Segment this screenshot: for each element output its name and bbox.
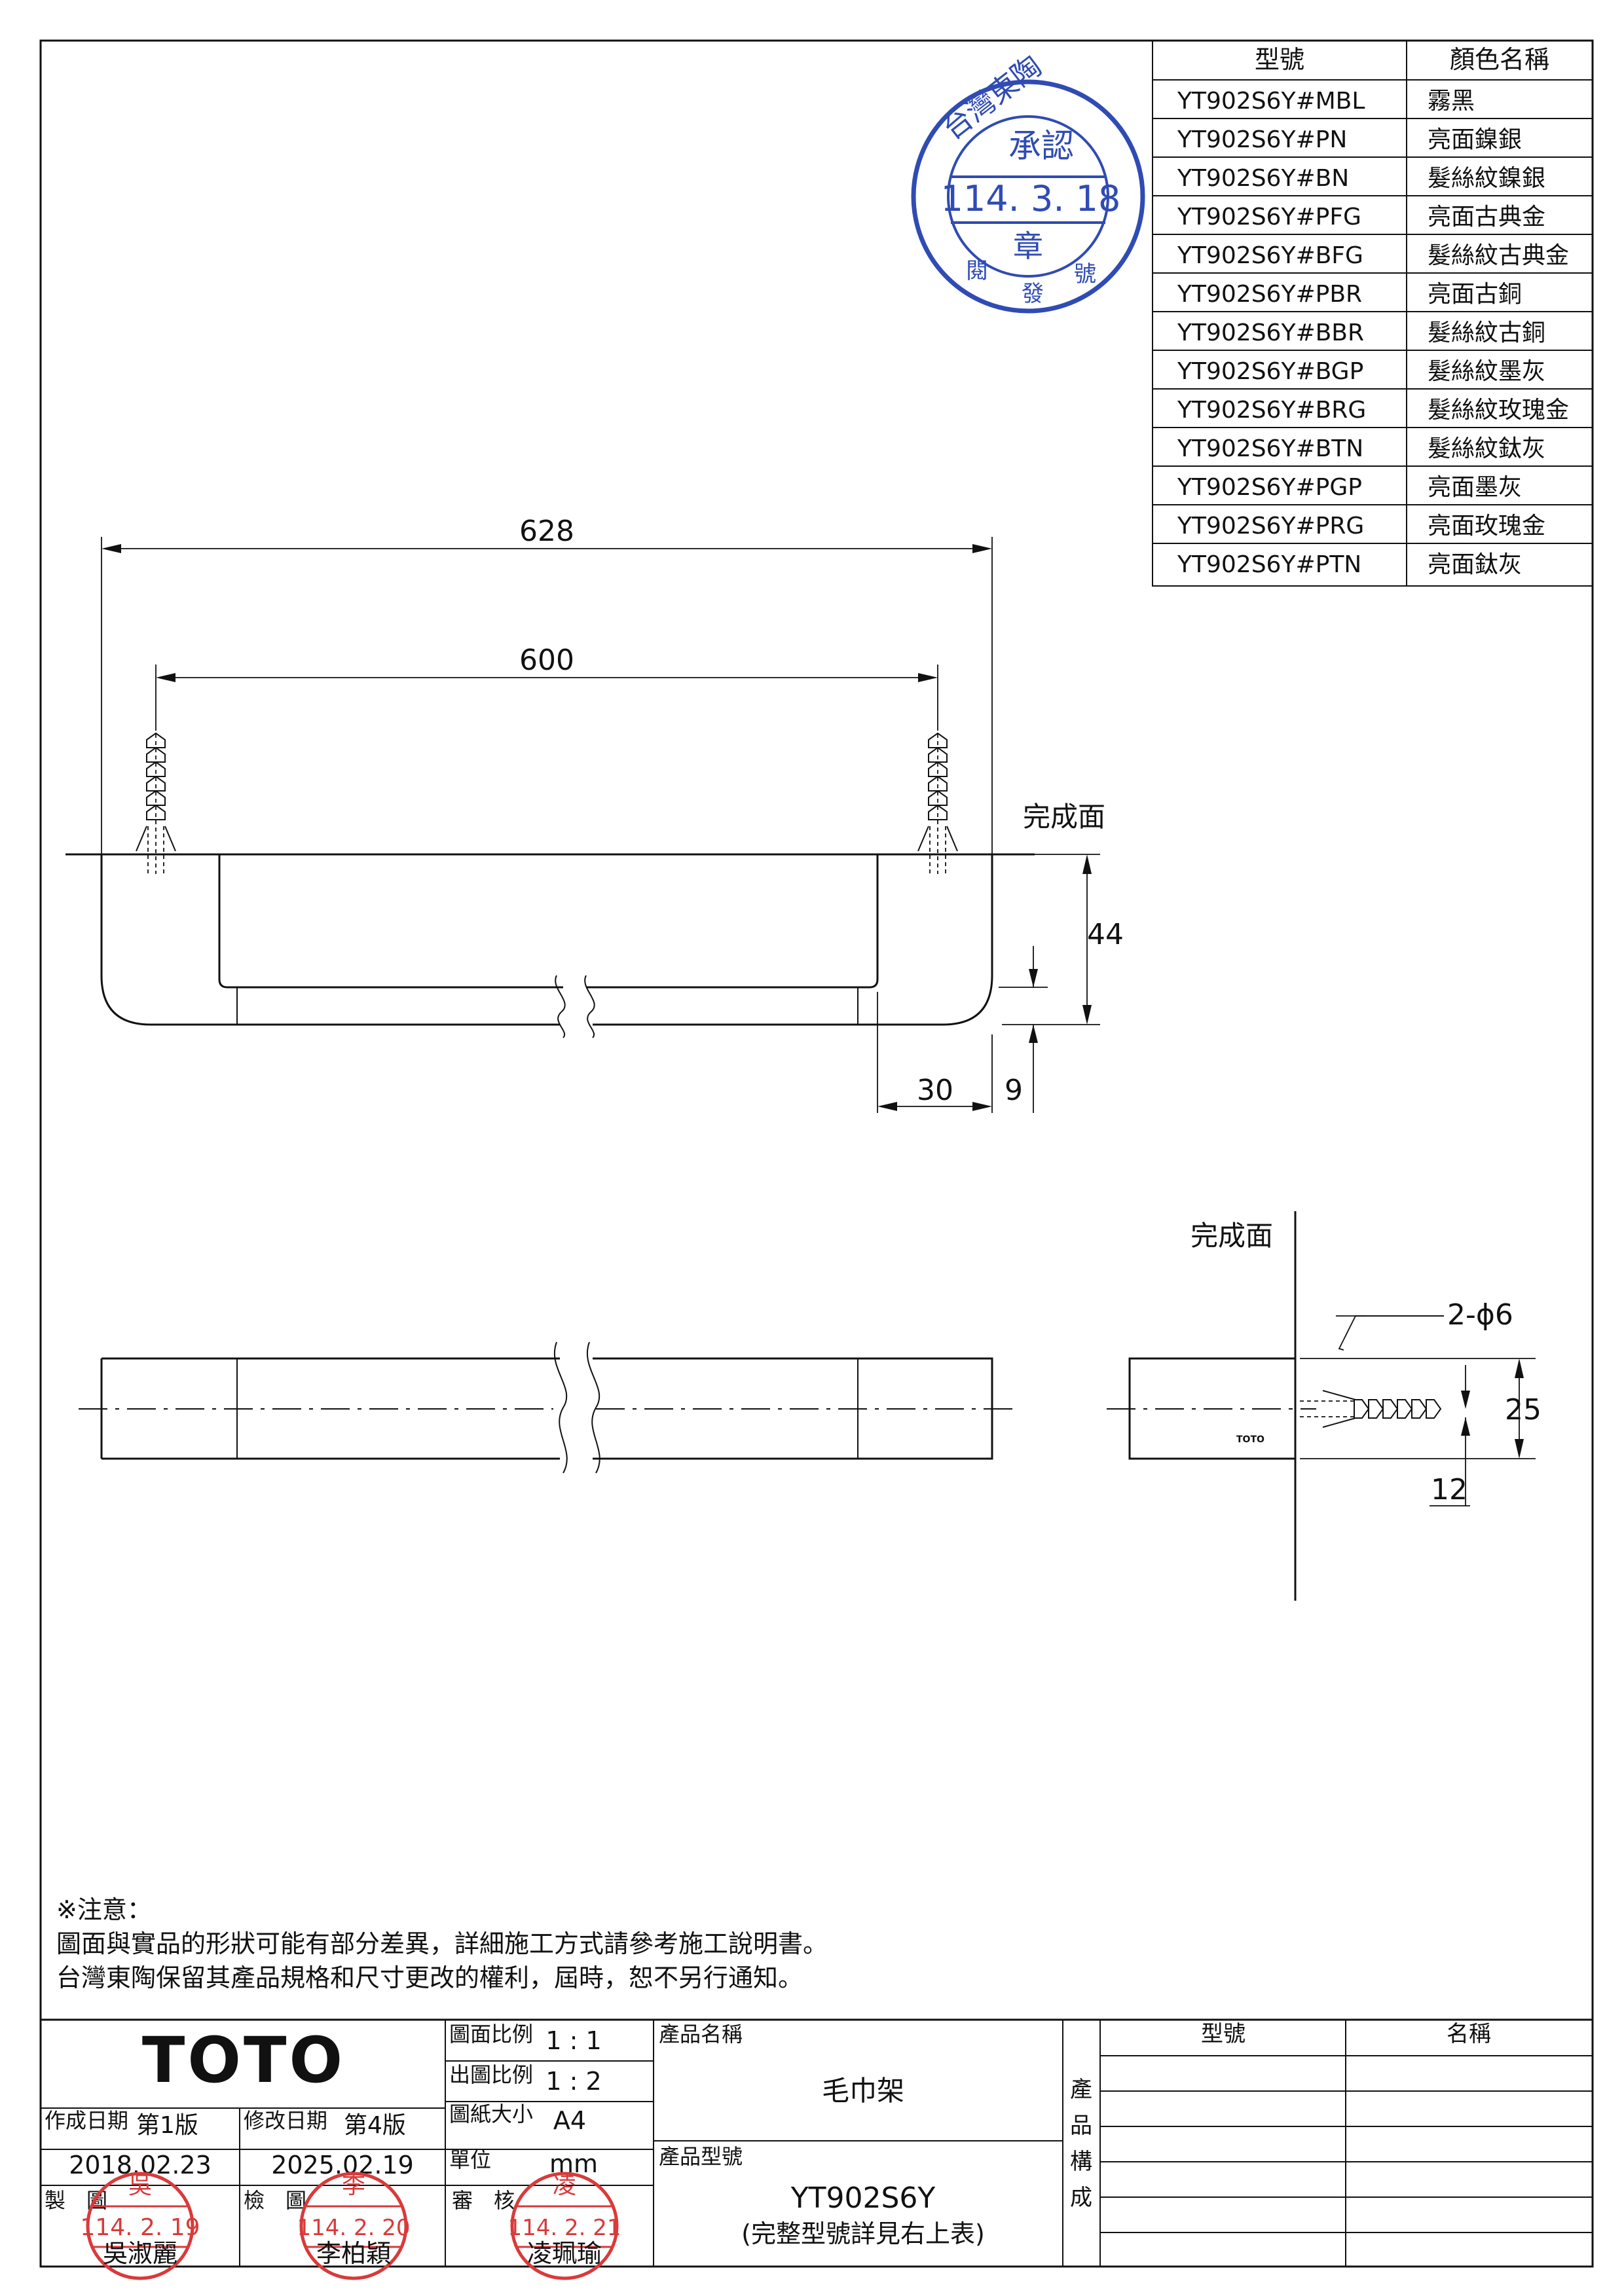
print-scale-label: 出圖比例	[449, 2062, 533, 2087]
composition-header-name: 名稱	[1447, 2021, 1491, 2047]
dim-anchor-holes: 2-ϕ6	[1447, 1298, 1513, 1332]
table-cell-model: YT902S6Y#MBL	[1177, 88, 1365, 115]
model-color-table: 型號 顏色名稱 YT902S6Y#MBL 霧黑 YT902S6Y#PN 亮面鎳銀 YT9…	[1152, 40, 1593, 587]
table-cell-color: 亮面墨灰	[1428, 474, 1522, 501]
table-cell-color: 亮面古典金	[1428, 204, 1545, 230]
drawing-scale-value: 1 : 1	[545, 2026, 601, 2055]
approved-seal-char: 凌	[553, 2172, 576, 2199]
checked-seal: 李 114. 2. 20	[297, 2172, 411, 2280]
table-cell-color: 髮絲紋玫瑰金	[1428, 397, 1569, 424]
table-cell-color: 亮面玫瑰金	[1428, 513, 1545, 539]
toto-logo: TOTO	[142, 2024, 345, 2097]
front-view: 628 600 完成面 44	[65, 515, 1124, 1113]
product-name-label: 產品名稱	[659, 2022, 743, 2047]
paper-size-label: 圖紙大小	[449, 2102, 533, 2126]
table-cell-model: YT902S6Y#BTN	[1177, 435, 1363, 462]
composition-label-2: 品	[1070, 2113, 1092, 2139]
title-block: TOTO 作成日期 第1版 2018.02.23 修改日期 第4版 2025.0…	[39, 2018, 1594, 2280]
side-view: 完成面 TOTO 2-ϕ6 25 12	[1107, 1211, 1541, 1601]
composition-label-3: 構	[1070, 2149, 1092, 2175]
table-cell-model: YT902S6Y#PRG	[1177, 513, 1364, 539]
created-date-label: 作成日期	[45, 2108, 128, 2133]
top-view	[79, 1341, 1015, 1474]
table-cell-model: YT902S6Y#PBR	[1177, 281, 1362, 308]
table-cell-model: YT902S6Y#PFG	[1177, 204, 1361, 230]
checked-label: 檢 圖	[244, 2188, 306, 2213]
stamp-center-char: 章	[1013, 228, 1043, 264]
approval-stamp: 台灣東陶 承認 114. 3. 18 章 閱 發 號	[911, 49, 1145, 314]
print-scale-value: 1 : 2	[545, 2067, 601, 2096]
composition-label-1: 產	[1070, 2077, 1092, 2103]
checked-seal-char: 李	[342, 2172, 365, 2199]
dim-projection-height: 44	[1087, 918, 1124, 951]
drawn-name: 吳淑麗	[103, 2239, 177, 2268]
toto-engraving: TOTO	[1236, 1434, 1264, 1445]
table-cell-model: YT902S6Y#BBR	[1177, 319, 1364, 346]
finished-surface-label-front: 完成面	[1023, 801, 1105, 833]
stamp-bottom-right: 號	[1074, 261, 1096, 287]
table-cell-color: 亮面鎳銀	[1428, 126, 1522, 153]
table-cell-color: 髮絲紋古銅	[1428, 319, 1545, 346]
drawn-date: 114. 2. 19	[80, 2214, 200, 2241]
composition-header-model: 型號	[1201, 2021, 1246, 2047]
wall-anchor-right	[917, 727, 958, 874]
dim-anchor-spacing: 12	[1431, 1473, 1467, 1506]
drawn-seal-char: 吳	[128, 2172, 152, 2199]
table-cell-model: YT902S6Y#PTN	[1177, 551, 1361, 578]
dim-overall-length: 628	[519, 515, 574, 548]
approved-date: 114. 2. 21	[507, 2215, 621, 2241]
modified-version: 第4版	[344, 2112, 406, 2139]
composition-label-4: 成	[1070, 2185, 1092, 2211]
product-model-label: 產品型號	[659, 2144, 743, 2169]
drawn-seal: 吳 114. 2. 19	[80, 2172, 200, 2280]
table-cell-color: 髮絲紋鎳銀	[1428, 165, 1545, 192]
approved-label: 審 核	[452, 2188, 515, 2213]
product-model-note: (完整型號詳見右上表)	[741, 2219, 985, 2248]
notes-line-2: 台灣東陶保留其產品規格和尺寸更改的權利，屆時，恕不另行通知。	[56, 1963, 803, 1992]
dim-bracket-width: 30	[917, 1074, 953, 1107]
table-cell-model: YT902S6Y#BGP	[1177, 358, 1363, 385]
stamp-bottom-left: 閱	[966, 258, 988, 284]
table-cell-color: 髮絲紋鈦灰	[1428, 435, 1545, 462]
notes-line-1: 圖面與實品的形狀可能有部分差異，詳細施工方式請參考施工說明書。	[56, 1929, 828, 1958]
dim-tube-diameter: 25	[1505, 1393, 1541, 1427]
table-header-model: 型號	[1255, 45, 1304, 74]
modified-date-label: 修改日期	[244, 2108, 327, 2133]
product-name: 毛巾架	[822, 2075, 904, 2107]
table-cell-color: 霧黑	[1428, 88, 1475, 115]
approved-seal: 凌 114. 2. 21	[507, 2172, 621, 2280]
table-cell-model: YT902S6Y#PN	[1177, 126, 1347, 153]
product-model: YT902S6Y	[790, 2181, 936, 2215]
table-cell-model: YT902S6Y#BFG	[1177, 242, 1363, 269]
table-header-color: 顏色名稱	[1450, 45, 1549, 74]
finished-surface-label-side: 完成面	[1190, 1220, 1273, 1252]
stamp-bottom-mid: 發	[1022, 281, 1044, 307]
table-cell-color: 髮絲紋墨灰	[1428, 358, 1545, 385]
dim-center-distance: 600	[519, 644, 574, 677]
table-cell-color: 髮絲紋古典金	[1428, 242, 1569, 269]
approved-name: 凌珮瑜	[527, 2239, 602, 2268]
table-cell-color: 亮面古銅	[1428, 281, 1522, 308]
checked-name: 李柏穎	[316, 2239, 391, 2268]
checked-date: 114. 2. 20	[297, 2215, 410, 2241]
paper-size-value: A4	[553, 2106, 586, 2135]
table-cell-color: 亮面鈦灰	[1428, 551, 1522, 578]
table-cell-model: YT902S6Y#BN	[1177, 165, 1349, 192]
drawn-label: 製 圖	[45, 2188, 107, 2213]
notes-title: ※注意：	[56, 1895, 152, 1924]
created-version: 第1版	[136, 2112, 198, 2139]
unit-label: 單位	[449, 2147, 491, 2172]
table-cell-model: YT902S6Y#BRG	[1177, 397, 1366, 424]
dim-tube-offset: 9	[1005, 1074, 1023, 1107]
table-cell-model: YT902S6Y#PGP	[1177, 474, 1362, 501]
drawing-scale-label: 圖面比例	[449, 2022, 533, 2047]
stamp-date: 114. 3. 18	[941, 178, 1121, 219]
wall-anchor-side	[1300, 1390, 1442, 1428]
wall-anchor-left	[136, 727, 176, 874]
stamp-top-text: 承認	[1008, 127, 1074, 165]
notes: ※注意： 圖面與實品的形狀可能有部分差異，詳細施工方式請參考施工說明書。 台灣東…	[56, 1895, 828, 1992]
